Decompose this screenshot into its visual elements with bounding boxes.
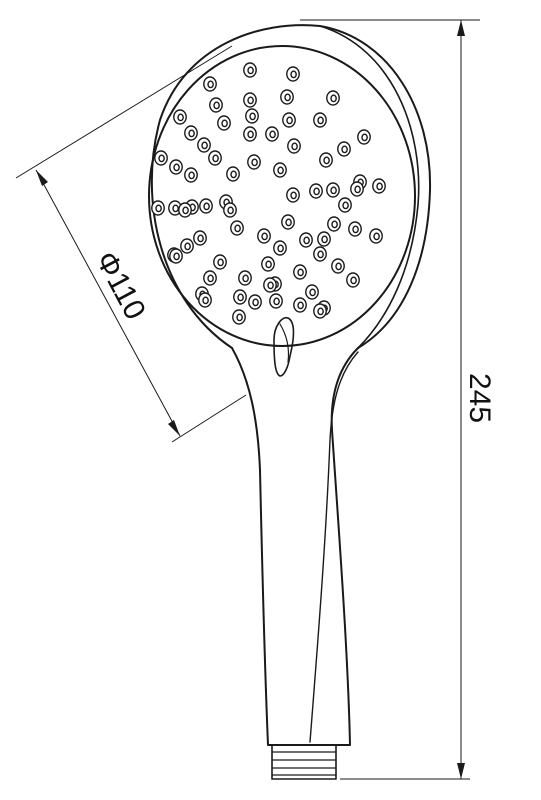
nozzle-hole [313,187,320,196]
nozzle-group [151,62,386,325]
nozzle-hole [269,130,276,139]
handle-outline [231,347,359,746]
nozzle-hole [247,130,254,139]
nozzle-hole [212,154,219,163]
nozzle-hole [290,191,297,200]
nozzle-hole [285,218,292,227]
diameter-dimension-line [35,169,181,437]
nozzle-hole [291,142,298,151]
diameter-extension-line-top [15,45,233,179]
nozzle-hole [184,242,191,251]
nozzle-hole [317,307,324,316]
nozzle-hole [335,262,342,271]
nozzle-hole [330,186,337,195]
nozzle-hole [221,119,228,128]
length-label: 245 [463,373,496,423]
nozzle-hole [361,133,368,142]
nozzle-hole [188,129,195,138]
nozzle-hole [249,112,256,121]
nozzle-hole [236,313,243,322]
nozzle-hole [273,297,280,306]
nozzle-hole [265,260,272,269]
head-side-edge [319,25,420,349]
nozzle-hole [376,182,383,191]
nozzle-hole [217,258,224,267]
diameter-extension-line-bottom [171,394,247,443]
nozzle-hole [177,113,184,122]
diameter-arrow-top [36,170,48,186]
nozzle-hole [237,293,244,302]
nozzle-hole [354,185,361,194]
nozzle-hole [267,281,274,290]
nozzle-hole [373,232,380,241]
nozzle-hole [330,94,337,103]
nozzle-hole [284,93,291,102]
nozzle-hole [303,236,310,245]
nozzle-hole [277,244,284,253]
mode-lever-edge [279,323,290,363]
nozzle-hole [341,145,348,154]
nozzle-hole [350,276,357,285]
nozzle-hole [247,96,254,105]
nozzle-hole [317,250,324,259]
nozzle-hole [290,70,297,79]
length-arrow-bottom [457,763,465,779]
nozzle-hole [203,202,210,211]
nozzle-hole [323,156,330,165]
diameter-arrow-bottom [168,420,180,436]
nozzle-hole [342,201,349,210]
nozzle-hole [252,298,259,307]
nozzle-hole [242,274,249,283]
nozzle-hole [201,141,208,150]
length-arrow-top [457,20,465,36]
handle-inner-line [309,351,359,743]
nozzle-hole [213,101,220,110]
nozzle-hole [207,80,214,89]
nozzle-hole [234,224,241,233]
nozzle-hole [188,171,195,180]
nozzle-hole [297,301,304,310]
nozzle-hole [247,66,254,75]
nozzle-hole [251,158,258,167]
nozzle-hole [155,204,162,213]
nozzle-hole [227,206,234,215]
nozzle-hole [321,235,328,244]
nozzle-hole [277,166,284,175]
nozzle-hole [261,232,268,241]
nozzle-hole [317,116,324,125]
nozzle-hole [173,163,180,172]
nozzle-hole [173,252,180,261]
nozzle-hole [182,206,189,215]
nozzle-hole [352,225,359,234]
spray-face [148,45,416,347]
nozzle-hole [230,170,237,179]
nozzle-hole [207,274,214,283]
length-dimension: 245 [300,19,496,780]
nozzle-hole [202,296,209,305]
threaded-connector [271,744,337,780]
nozzle-hole [158,154,165,163]
nozzle-hole [197,234,204,243]
nozzle-hole [331,220,338,229]
nozzle-hole [286,116,293,125]
nozzle-hole [172,204,179,213]
nozzle-hole [309,288,316,297]
nozzle-hole [297,268,304,277]
mode-lever [273,316,295,377]
